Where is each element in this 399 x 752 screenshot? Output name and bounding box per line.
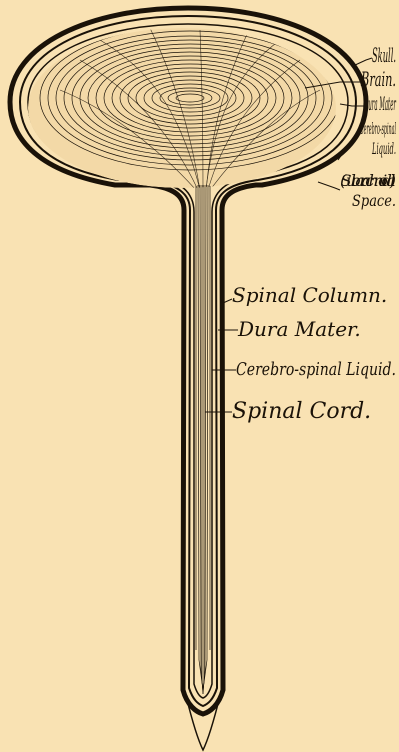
label-spinal-column: Spinal Column. [232,283,387,307]
label-subarachnoid-line2: Space. [352,191,396,210]
label-skull: Skull. [372,43,396,67]
label-csf-top-line1: Cerebro-spinal [360,119,396,138]
label-dura-mater-top: Dura Mater [364,93,397,115]
label-subarachnoid-line1: (Subarachnoidal) [340,171,396,190]
label-brain: Brain. [360,67,396,91]
label-spinal-cord: Spinal Cord. [232,399,371,424]
label-csf-spine: Cerebro-spinal Liquid. [236,359,396,380]
label-dura-mater-spine: Dura Mater. [237,317,361,341]
label-csf-top-line2: Liquid. [372,139,396,158]
spinal-cord [196,185,210,694]
